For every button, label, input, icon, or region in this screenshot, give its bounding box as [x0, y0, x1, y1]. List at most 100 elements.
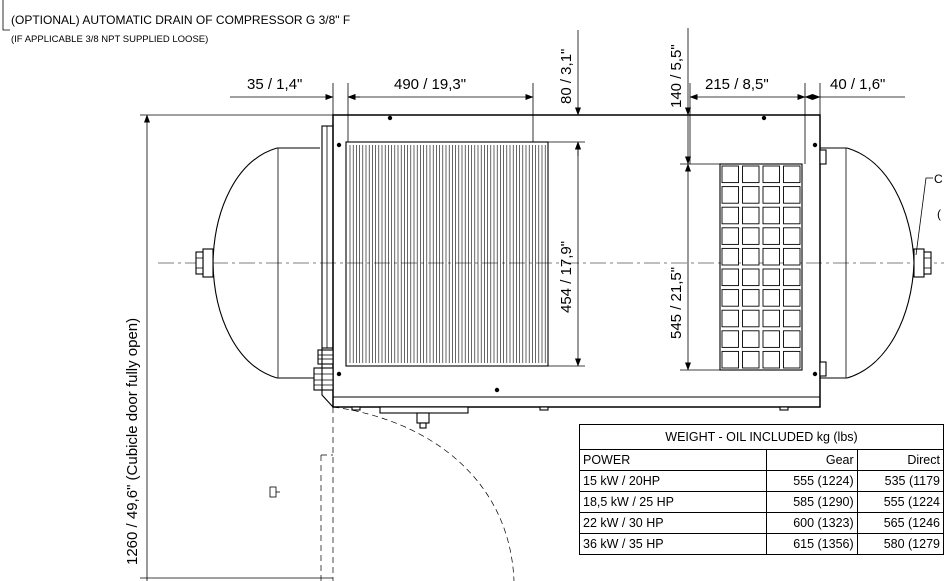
- cell-power: 18,5 kW / 25 HP: [578, 491, 768, 513]
- vent-cell: [762, 289, 780, 307]
- screw-dot: [812, 371, 818, 377]
- weight-table-title-row: WEIGHT - OIL INCLUDED kg (lbs): [579, 424, 944, 450]
- table-row: 18,5 kW / 25 HP 585 (1290) 555 (1224: [578, 491, 944, 513]
- cell-direct: 535 (1179: [856, 470, 944, 492]
- vent-cell: [783, 186, 801, 204]
- vent-cell: [762, 350, 780, 369]
- weight-table-title: WEIGHT - OIL INCLUDED kg (lbs): [579, 424, 944, 450]
- vent-cell: [762, 227, 780, 245]
- cell-power: 36 kW / 35 HP: [578, 533, 768, 555]
- vent-cell: [783, 350, 801, 369]
- screw-dot: [494, 387, 500, 393]
- cabinet-corner-bevel: [321, 348, 334, 408]
- cooler-fins: [349, 145, 546, 363]
- dim-215-label: 215 / 8,5": [705, 76, 769, 93]
- vent-cell: [742, 186, 760, 204]
- weight-table: WEIGHT - OIL INCLUDED kg (lbs) POWER Gea…: [578, 424, 944, 555]
- vent-cell: [783, 268, 801, 287]
- vent-cell: [742, 247, 760, 266]
- vent-cell: [783, 289, 801, 307]
- foot-left: [351, 406, 361, 411]
- vent-cell: [721, 186, 739, 204]
- dim-40-label: 40 / 1,6": [830, 76, 885, 93]
- cell-gear: 600 (1323): [766, 512, 858, 534]
- vent-cell: [762, 330, 780, 348]
- cell-power: 22 kW / 30 HP: [578, 512, 768, 534]
- vent-cell: [721, 247, 739, 266]
- dim-80-label: 80 / 3,1": [558, 49, 575, 104]
- dim-1260-label: 1260 / 49,6" (Cubicle door fully open): [124, 318, 141, 565]
- cable-gland-large: [313, 367, 334, 391]
- hinge-top: [819, 149, 827, 165]
- vent-cell: [742, 289, 760, 307]
- header-direct: Direct: [856, 449, 944, 471]
- foot-mid: [539, 406, 549, 411]
- vent-cell: [762, 247, 780, 266]
- screw-dot: [812, 142, 818, 148]
- vent-cell: [783, 227, 801, 245]
- vent-cell: [742, 330, 760, 348]
- right-note-leader: [915, 177, 933, 256]
- header-power: POWER: [578, 449, 768, 471]
- vent-cell: [721, 165, 739, 184]
- drain-fitting-bottom: [379, 406, 469, 429]
- vent-cell: [721, 289, 739, 307]
- vent-cell: [762, 186, 780, 204]
- vent-cell: [721, 330, 739, 348]
- cell-direct: 565 (1246: [856, 512, 944, 534]
- vent-grid-cells: [721, 165, 801, 369]
- vent-cell: [721, 268, 739, 287]
- cell-direct: 555 (1224: [856, 491, 944, 513]
- door-handle: [269, 486, 280, 498]
- dim-490-label: 490 / 19,3": [394, 76, 466, 93]
- cell-gear: 585 (1290): [766, 491, 858, 513]
- foot-right: [779, 406, 789, 411]
- right-note-letter: C: [934, 172, 943, 186]
- vent-cell: [762, 309, 780, 328]
- cell-direct: 580 (1279: [856, 533, 944, 555]
- right-note-paren: (: [937, 207, 941, 221]
- table-row: 22 kW / 30 HP 600 (1323) 565 (1246: [578, 512, 944, 534]
- screw-dot: [336, 142, 342, 148]
- vent-cell: [721, 227, 739, 245]
- vent-cell: [721, 350, 739, 369]
- hinge-bottom: [819, 361, 827, 377]
- tank-left-fitting: [195, 248, 214, 278]
- vent-cell: [762, 165, 780, 184]
- vent-cell: [783, 247, 801, 266]
- vent-cell: [742, 227, 760, 245]
- dim-454-label: 454 / 17,9": [558, 241, 575, 313]
- dim-140-label: 140 / 5,5": [668, 44, 685, 108]
- header-gear: Gear: [766, 449, 858, 471]
- tank-right-fitting: [913, 248, 932, 278]
- vent-cell: [762, 206, 780, 225]
- vent-cell: [783, 309, 801, 328]
- screw-dot: [387, 115, 393, 121]
- vent-cell: [742, 206, 760, 225]
- vent-cell: [783, 330, 801, 348]
- drain-note-leader: [2, 0, 10, 31]
- cable-gland-small: [317, 349, 334, 365]
- vent-cell: [783, 165, 801, 184]
- dim-35-label: 35 / 1,4": [247, 76, 302, 93]
- cabinet-side-strip: [321, 125, 334, 349]
- vent-grid: [719, 163, 803, 371]
- table-row: 15 kW / 20HP 555 (1224) 535 (1179: [578, 470, 944, 492]
- vent-cell: [742, 309, 760, 328]
- vent-cell: [742, 165, 760, 184]
- vent-cell: [742, 268, 760, 287]
- cell-power: 15 kW / 20HP: [578, 470, 768, 492]
- cell-gear: 615 (1356): [766, 533, 858, 555]
- weight-table-header-row: POWER Gear Direct: [578, 449, 944, 471]
- cell-gear: 555 (1224): [766, 470, 858, 492]
- drain-note-line1: (OPTIONAL) AUTOMATIC DRAIN OF COMPRESSOR…: [11, 13, 350, 27]
- cooler-radiator: [345, 141, 549, 367]
- vent-cell: [742, 350, 760, 369]
- door-swing-arc: [332, 406, 515, 581]
- screw-dot: [761, 115, 767, 121]
- table-row: 36 kW / 35 HP 615 (1356) 580 (1279: [578, 533, 944, 555]
- vent-cell: [721, 309, 739, 328]
- vent-cell: [762, 268, 780, 287]
- vent-cell: [783, 206, 801, 225]
